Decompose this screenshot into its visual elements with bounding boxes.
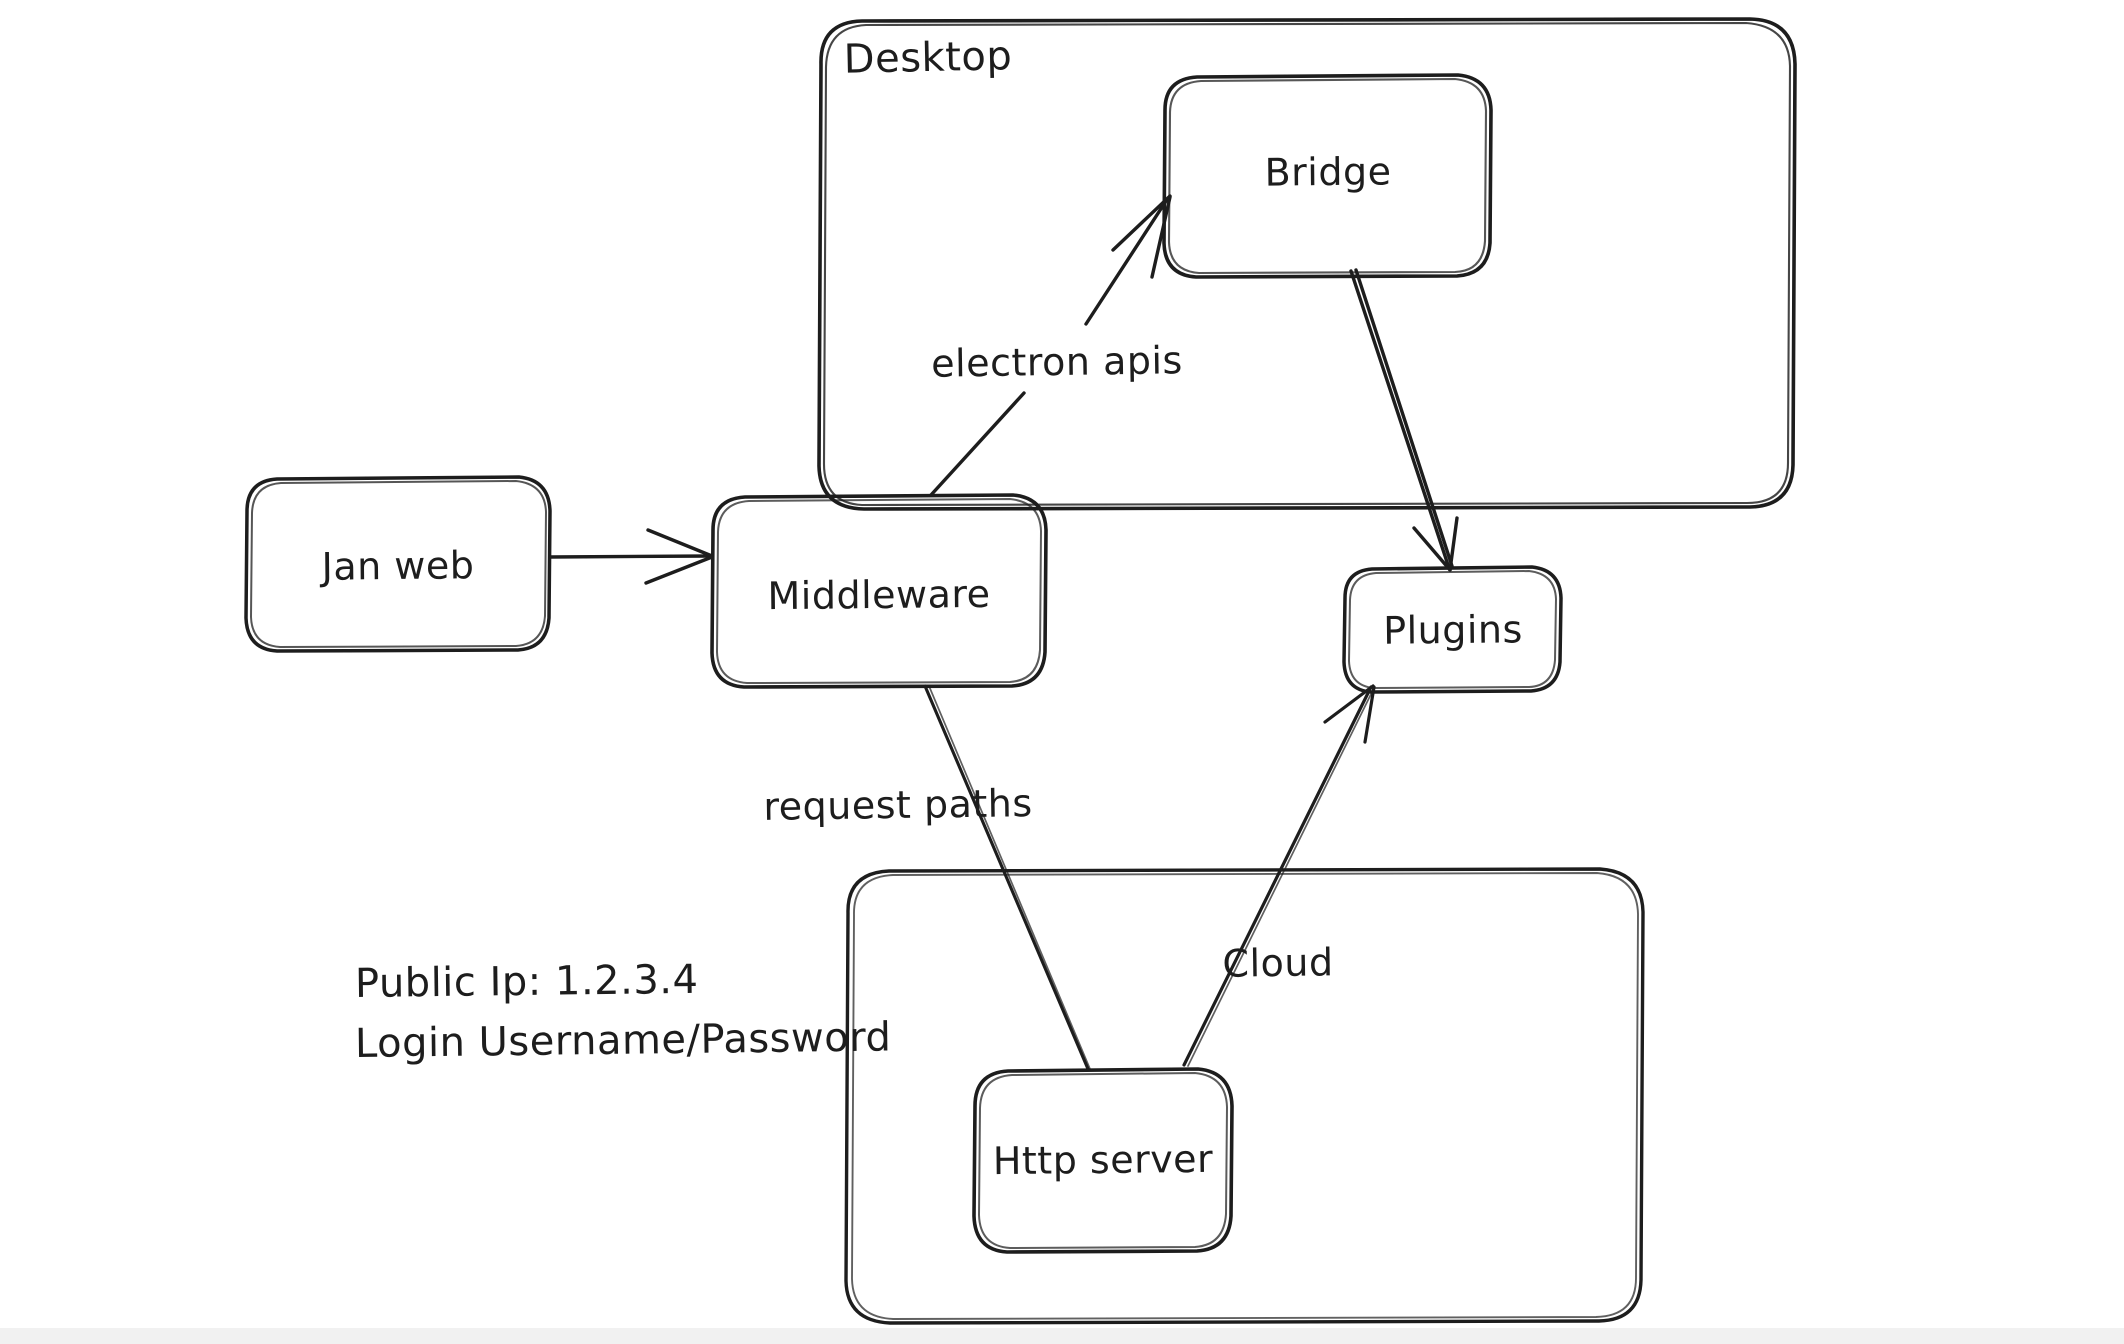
edge-middleware-bridge (929, 194, 1172, 497)
bottom-edge-strip (0, 1328, 2124, 1344)
plugins-shape (1342, 565, 1563, 694)
plugins-label[interactable]: Plugins (1382, 607, 1524, 653)
edge-middleware-httpserver (923, 684, 1091, 1071)
edge-label-request-paths: request paths (763, 781, 1033, 829)
note-public-ip: Public Ip: 1.2.3.4 (354, 956, 699, 1007)
cloud-container-shape (844, 867, 1645, 1325)
jan-web-label[interactable]: Jan web (321, 543, 475, 589)
edge-label-electron-apis: electron apis (930, 338, 1184, 386)
edge-bridge-plugins (1349, 268, 1459, 572)
http-server-shape (972, 1067, 1234, 1254)
edge-janweb-middleware (548, 528, 714, 585)
middleware-label[interactable]: Middleware (767, 571, 991, 619)
desktop-container-shape (817, 17, 1797, 511)
edge-httpserver-plugins (1182, 684, 1376, 1067)
note-login-credentials: Login Username/Password (354, 1014, 892, 1067)
bridge-shape (1162, 73, 1493, 279)
edge-label-cloud: Cloud (1222, 940, 1334, 986)
desktop-container-label: Desktop (843, 33, 1013, 83)
http-server-label[interactable]: Http server (992, 1136, 1214, 1184)
bridge-label[interactable]: Bridge (1264, 149, 1392, 195)
jan-web-shape (244, 475, 552, 653)
middleware-shape (710, 493, 1048, 689)
